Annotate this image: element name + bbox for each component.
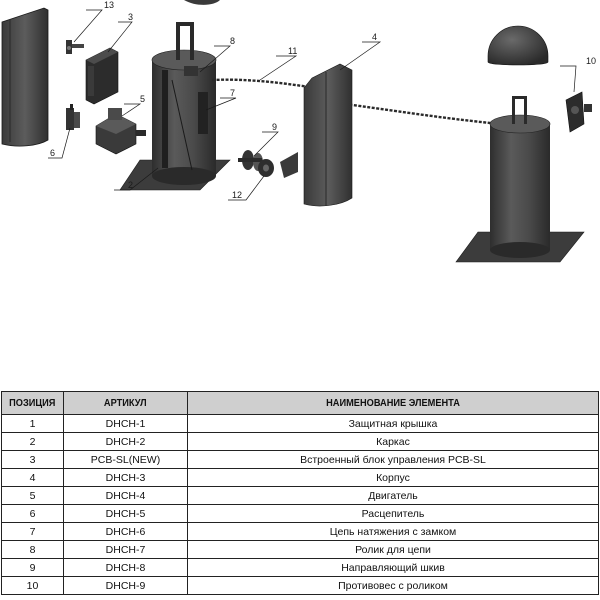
- table-row: 8 DHCH-7 Ролик для цепи: [1, 540, 599, 559]
- callout-8: 8: [230, 36, 235, 46]
- cell-position: 7: [1, 522, 64, 541]
- callout-11: 11: [288, 46, 297, 56]
- exploded-parts-diagram: 13 3 8 11 4 10 5 6 7 9 2 12: [1, 0, 596, 263]
- parts-table: ПОЗИЦИЯ АРТИКУЛ НАИМЕНОВАНИЕ ЭЛЕМЕНТА 1 …: [1, 391, 599, 595]
- table-row: 7 DHCH-6 Цепь натяжения с замком: [1, 522, 599, 541]
- cell-name: Каркас: [187, 432, 599, 451]
- cell-name: Ролик для цепи: [187, 540, 599, 559]
- cell-name: Двигатель: [187, 486, 599, 505]
- bracket-part-13: [66, 40, 84, 54]
- counterweight-part-10: [565, 91, 592, 133]
- cell-article: DHCH-5: [63, 504, 188, 523]
- cell-name: Защитная крышка: [187, 414, 599, 433]
- top-dome-fragment: [184, 0, 220, 5]
- body-shell-part-4: [303, 63, 353, 207]
- callout-12: 12: [232, 190, 242, 200]
- assembled-bollard: [455, 96, 585, 263]
- cell-position: 1: [1, 414, 64, 433]
- table-row: 1 DHCH-1 Защитная крышка: [1, 414, 599, 433]
- table-row: 10 DHCH-9 Противовес с роликом: [1, 576, 599, 595]
- cell-name: Корпус: [187, 468, 599, 487]
- cell-name: Направляющий шкив: [187, 558, 599, 577]
- cell-article: DHCH-8: [63, 558, 188, 577]
- parts-table-header-row: ПОЗИЦИЯ АРТИКУЛ НАИМЕНОВАНИЕ ЭЛЕМЕНТА: [1, 391, 599, 415]
- callout-labels: 13 3 8 11 4 10 5 6 7 9 2 12: [50, 0, 596, 200]
- protective-cap-part-1: [487, 25, 549, 66]
- table-row: 9 DHCH-8 Направляющий шкив: [1, 558, 599, 577]
- header-article: АРТИКУЛ: [63, 391, 188, 415]
- callout-9: 9: [272, 122, 277, 132]
- table-row: 3 PCB-SL(NEW) Встроенный блок управления…: [1, 450, 599, 469]
- cell-name: Цепь натяжения с замком: [187, 522, 599, 541]
- cell-article: PCB-SL(NEW): [63, 450, 188, 469]
- header-name: НАИМЕНОВАНИЕ ЭЛЕМЕНТА: [187, 391, 599, 415]
- cell-article: DHCH-9: [63, 576, 188, 595]
- cell-position: 4: [1, 468, 64, 487]
- cell-position: 10: [1, 576, 64, 595]
- frame-part-2: [119, 22, 231, 191]
- control-unit-part-3: [85, 47, 119, 105]
- leader-lines: [48, 9, 577, 201]
- callout-3: 3: [128, 12, 133, 22]
- header-position: ПОЗИЦИЯ: [1, 391, 64, 415]
- callout-4: 4: [372, 32, 377, 42]
- table-row: 5 DHCH-4 Двигатель: [1, 486, 599, 505]
- callout-2: 2: [128, 180, 133, 190]
- cell-position: 8: [1, 540, 64, 559]
- chain-part-11: [211, 78, 501, 126]
- left-shell-part: [1, 7, 49, 147]
- cell-position: 5: [1, 486, 64, 505]
- cell-article: DHCH-3: [63, 468, 188, 487]
- cell-name: Расцепитель: [187, 504, 599, 523]
- table-row: 6 DHCH-5 Расцепитель: [1, 504, 599, 523]
- table-row: 4 DHCH-3 Корпус: [1, 468, 599, 487]
- cell-position: 9: [1, 558, 64, 577]
- cell-article: DHCH-7: [63, 540, 188, 559]
- releaser-part-6: [66, 104, 80, 130]
- cell-name: Встроенный блок управления PCB-SL: [187, 450, 599, 469]
- callout-7: 7: [230, 88, 235, 98]
- cell-position: 6: [1, 504, 64, 523]
- cell-position: 3: [1, 450, 64, 469]
- motor-part-5: [95, 108, 146, 155]
- cell-article: DHCH-1: [63, 414, 188, 433]
- callout-5: 5: [140, 94, 145, 104]
- cell-article: DHCH-6: [63, 522, 188, 541]
- cell-name: Противовес с роликом: [187, 576, 599, 595]
- callout-10: 10: [586, 56, 596, 66]
- cell-article: DHCH-4: [63, 486, 188, 505]
- callout-13: 13: [104, 0, 114, 10]
- bracket-plate: [280, 152, 298, 178]
- callout-6: 6: [50, 148, 55, 158]
- roller-part-12: [258, 159, 274, 177]
- cell-article: DHCH-2: [63, 432, 188, 451]
- cell-position: 2: [1, 432, 64, 451]
- table-row: 2 DHCH-2 Каркас: [1, 432, 599, 451]
